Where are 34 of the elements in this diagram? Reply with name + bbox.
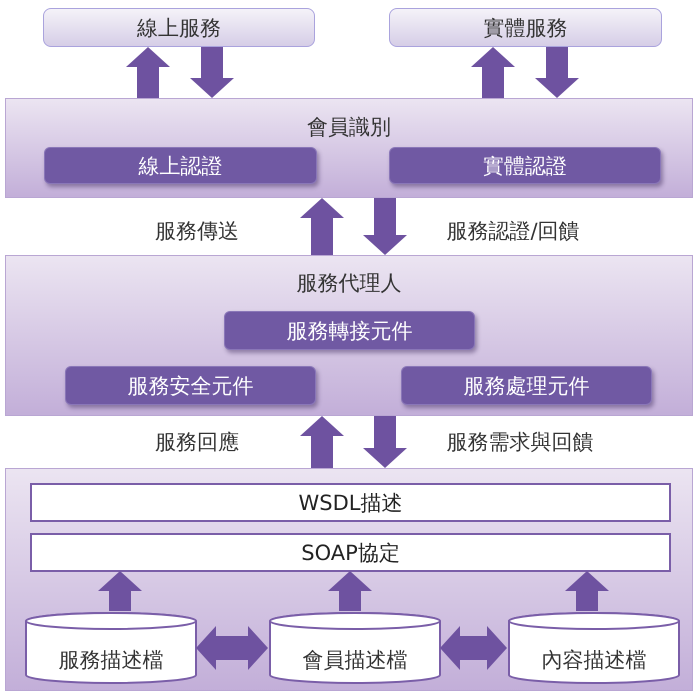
component-box: 服務安全元件 xyxy=(65,366,316,405)
layer-band xyxy=(5,468,693,691)
block-arrow xyxy=(363,416,407,468)
layer-band xyxy=(5,98,693,198)
block-arrow xyxy=(363,198,407,255)
block-arrow xyxy=(126,47,170,98)
edge-label: 服務傳送 xyxy=(155,218,239,245)
edge-label: 服務回應 xyxy=(155,429,239,456)
block-arrow xyxy=(535,47,579,98)
database-cylinder: 會員描述檔 xyxy=(269,612,441,684)
block-arrow xyxy=(328,571,372,611)
database-cylinder: 服務描述檔 xyxy=(25,612,197,684)
layer-band xyxy=(5,255,693,416)
layer-title: 會員識別 xyxy=(306,114,392,141)
service-box: 線上服務 xyxy=(43,8,315,47)
component-box: 服務處理元件 xyxy=(401,366,652,405)
edge-label: 服務需求與回饋 xyxy=(446,429,594,456)
component-box: 服務轉接元件 xyxy=(224,311,475,350)
block-arrow xyxy=(300,198,344,255)
protocol-box: SOAP協定 xyxy=(30,533,671,572)
block-arrow xyxy=(190,47,234,98)
block-arrow xyxy=(440,626,507,670)
block-arrow xyxy=(300,416,344,468)
layer-title: 服務代理人 xyxy=(296,270,402,297)
component-box: 實體認證 xyxy=(389,147,661,184)
database-cylinder: 內容描述檔 xyxy=(508,612,680,684)
block-arrow xyxy=(98,571,142,611)
protocol-box: WSDL描述 xyxy=(30,483,671,522)
edge-label: 服務認證/回饋 xyxy=(446,218,580,245)
service-box: 實體服務 xyxy=(389,8,662,47)
block-arrow xyxy=(565,571,609,611)
component-box: 線上認證 xyxy=(44,147,317,184)
block-arrow xyxy=(196,626,268,670)
block-arrow xyxy=(471,47,515,98)
